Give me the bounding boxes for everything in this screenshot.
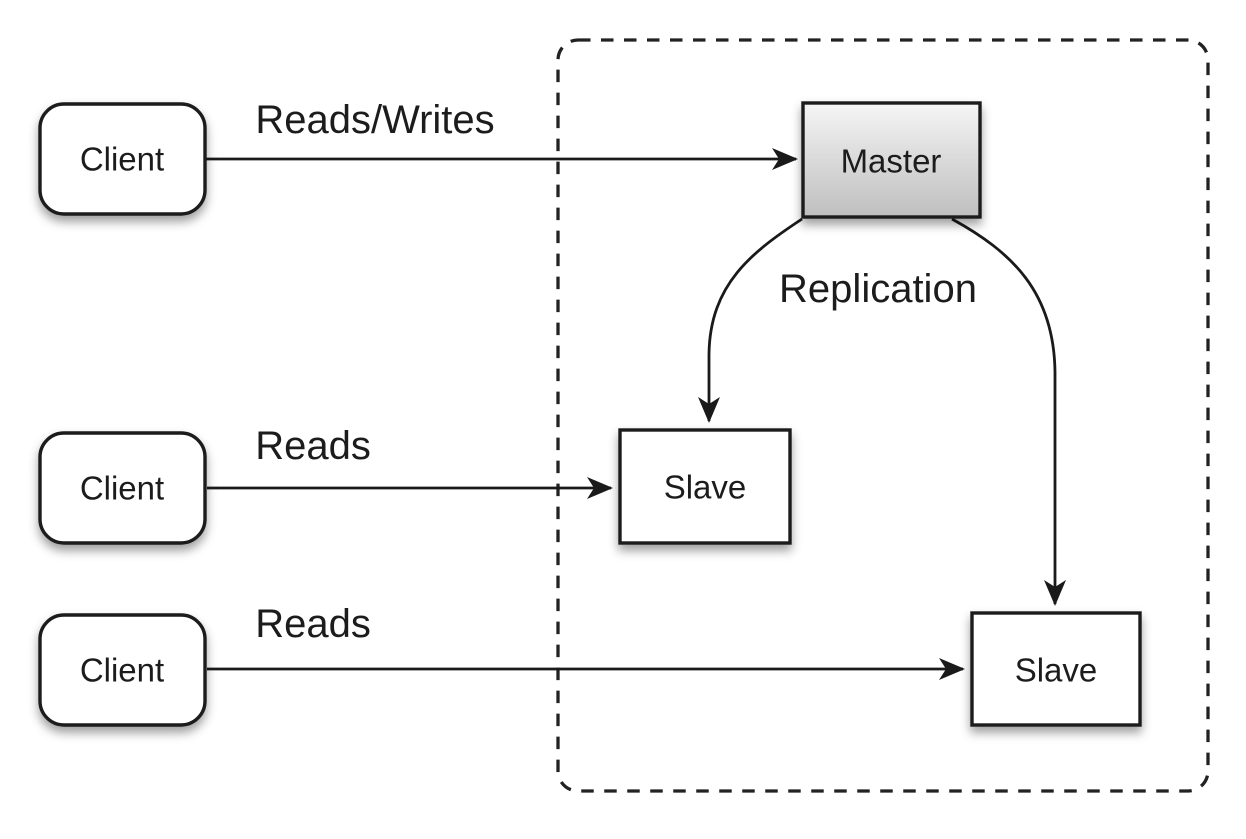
client-2-label: Client (80, 470, 164, 507)
replication-edge-label: Replication (779, 267, 977, 311)
master-node (801, 101, 982, 219)
client-1-node (38, 102, 207, 216)
slave-1-label: Slave (664, 469, 747, 506)
reads-edge-label-2: Reads (255, 602, 371, 646)
slave-1-node (618, 428, 792, 545)
edge-master-to-slave1 (698, 217, 803, 423)
edges-group (206, 148, 1066, 680)
slave-2-node (970, 611, 1142, 727)
master-label: Master (841, 143, 942, 180)
cluster-boundary (556, 38, 1210, 793)
reads-writes-edge-label: Reads/Writes (255, 98, 494, 142)
client-1-label: Client (80, 141, 164, 178)
slave-2-label: Slave (1015, 652, 1098, 689)
reads-edge-label-1: Reads (255, 424, 371, 468)
nodes-group (38, 101, 1142, 727)
client-3-label: Client (80, 652, 164, 689)
client-3-node (38, 613, 207, 727)
edge-master-to-slave2 (951, 217, 1066, 606)
client-2-node (38, 431, 207, 545)
